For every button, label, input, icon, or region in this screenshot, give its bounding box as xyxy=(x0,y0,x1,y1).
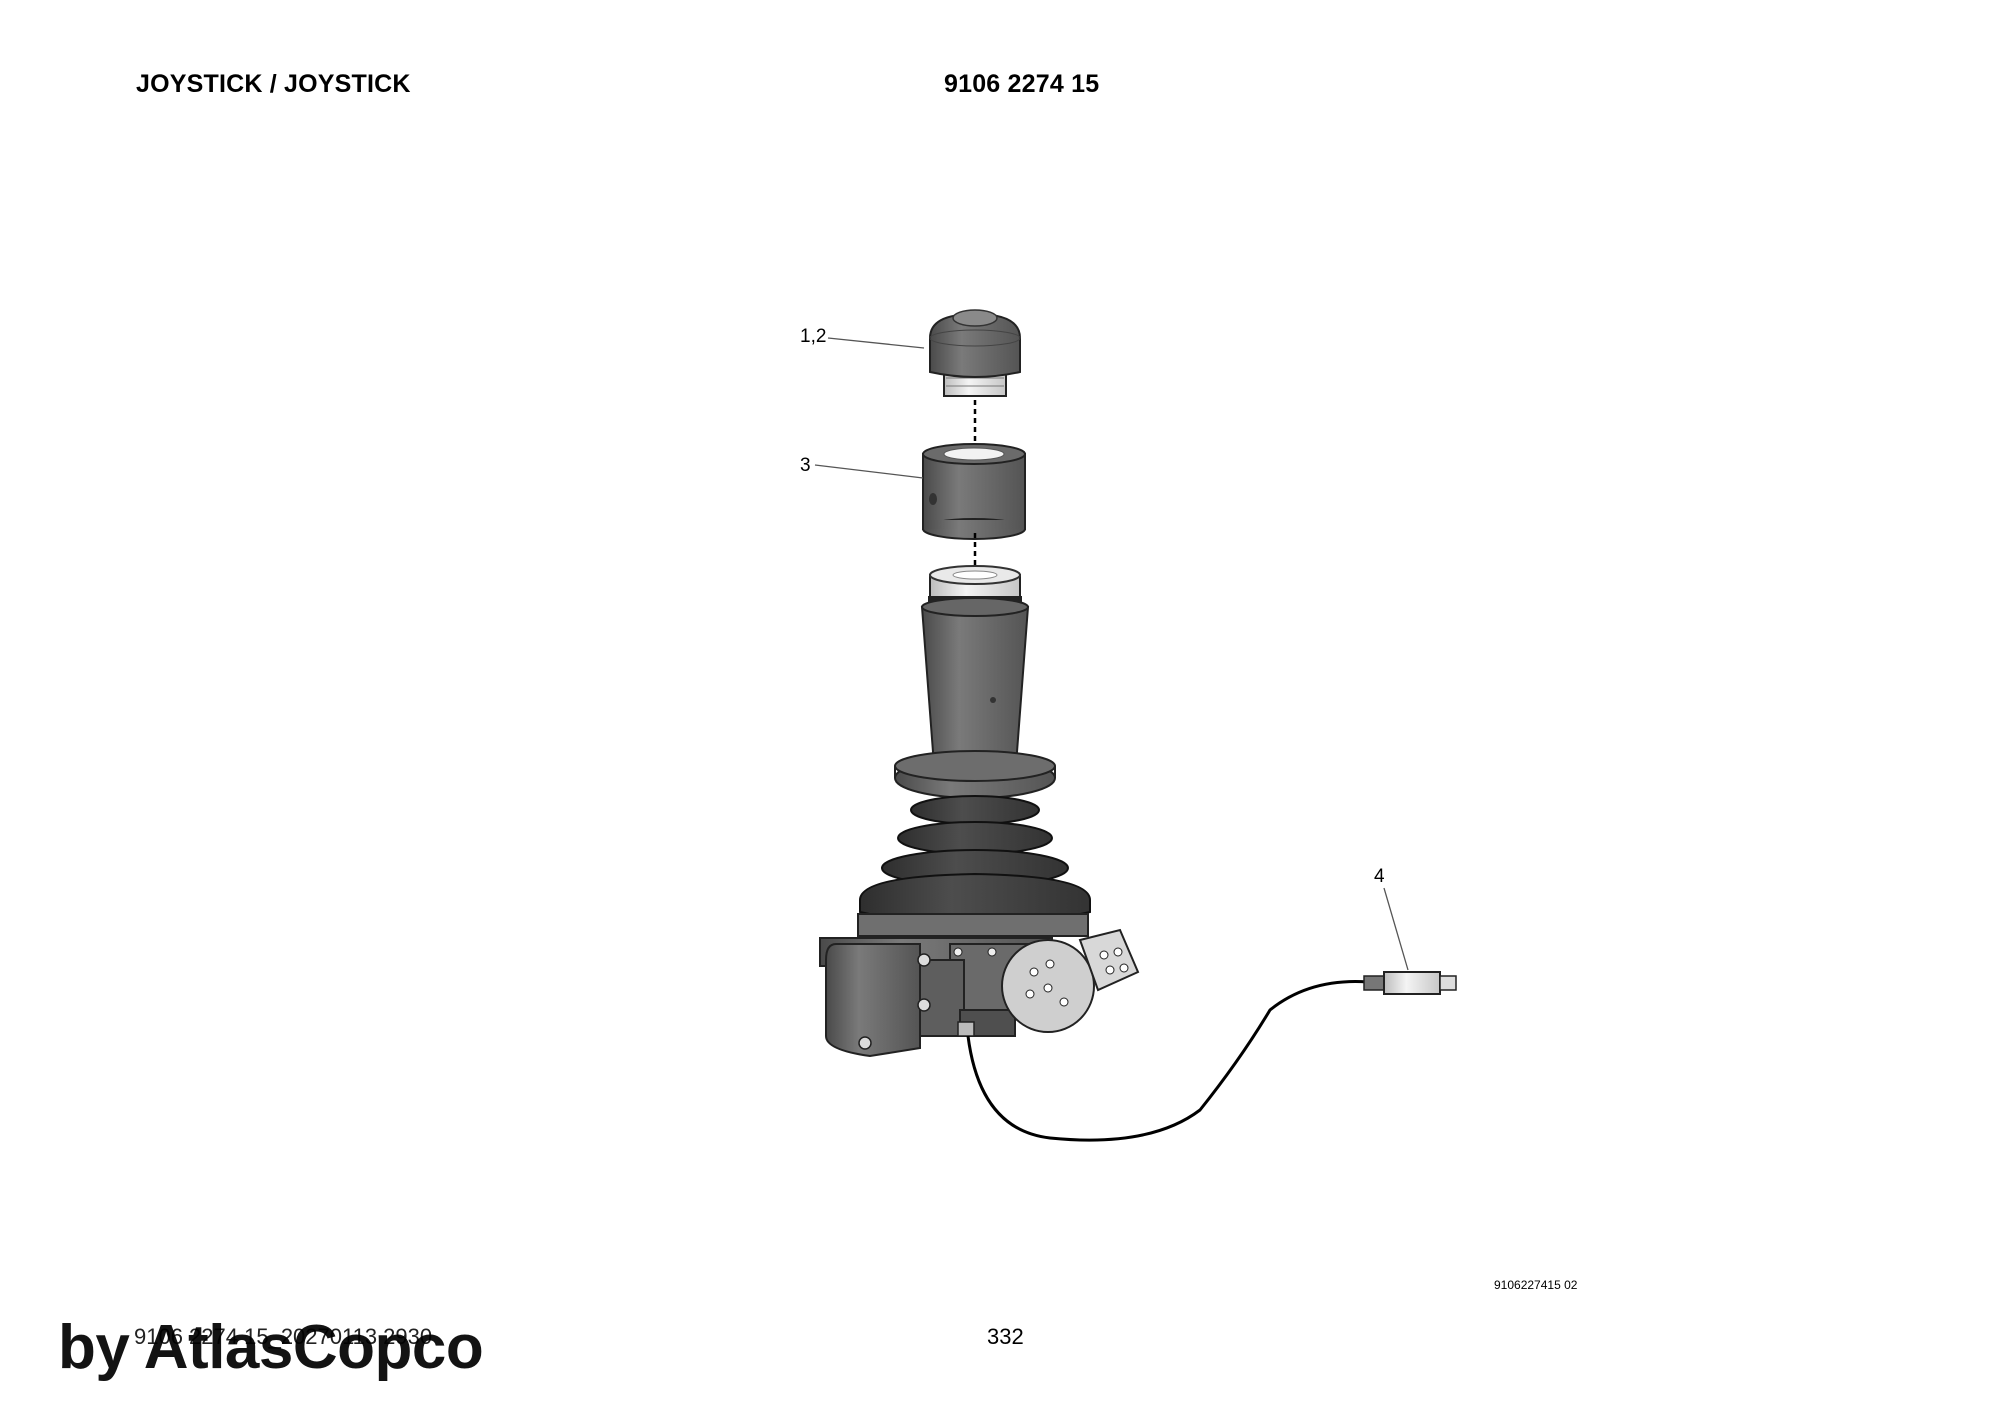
potentiometer-module xyxy=(1001,928,1140,1033)
callout-item-3: 3 xyxy=(800,455,811,476)
knob-cap xyxy=(929,309,1021,397)
cable xyxy=(966,980,1369,1142)
bellows xyxy=(859,795,1091,926)
drawing-reference: 9106227415 02 xyxy=(1494,1278,1578,1292)
lever-shaft xyxy=(920,565,1030,766)
leader-line-1-2 xyxy=(827,337,925,349)
page-number: 332 xyxy=(987,1324,1024,1349)
sleeve xyxy=(922,443,1026,540)
leader-line-4 xyxy=(1383,887,1409,971)
cable-connector xyxy=(1363,971,1457,995)
page-title: JOYSTICK / JOYSTICK xyxy=(136,70,411,98)
watermark: by AtlasCopco xyxy=(58,1313,484,1382)
callout-item-1-2: 1,2 xyxy=(800,326,827,347)
leader-line-3 xyxy=(814,464,924,479)
callout-item-4: 4 xyxy=(1374,866,1385,887)
document-id: 9106 2274 15_20270113 2930 xyxy=(134,1324,433,1349)
part-number: 9106 2274 15 xyxy=(944,70,1100,98)
